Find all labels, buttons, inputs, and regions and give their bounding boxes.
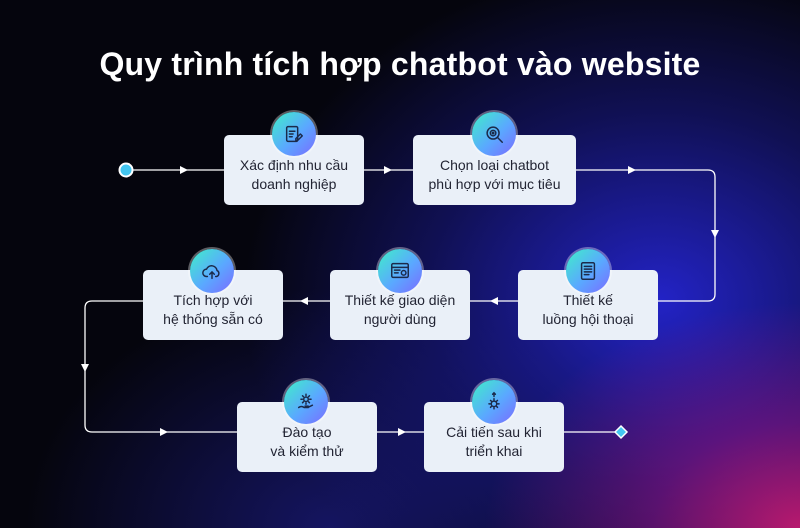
search-target-icon <box>472 112 516 156</box>
step-1-line2: doanh nghiệp <box>251 176 337 192</box>
arrowhead <box>490 297 498 305</box>
step-7-line1: Cải tiến sau khi <box>446 424 542 440</box>
arrowhead <box>160 428 168 436</box>
gear-hand-icon <box>284 380 328 424</box>
step-3-line1: Thiết kế <box>563 292 613 308</box>
arrowhead <box>384 166 392 174</box>
arrowhead <box>711 230 719 238</box>
step-3-line2: luồng hội thoại <box>542 311 634 327</box>
step-4-line1: Thiết kế giao diện <box>344 292 456 308</box>
start-node <box>118 162 134 178</box>
step-2-line2: phù hợp với mục tiêu <box>428 176 561 192</box>
gear-improve-icon <box>472 380 516 424</box>
browser-window-icon <box>378 249 422 293</box>
arrowhead <box>300 297 308 305</box>
cloud-upload-icon <box>190 249 234 293</box>
arrowhead <box>398 428 406 436</box>
step-4-box: Thiết kế giao diện người dùng <box>330 270 470 340</box>
step-2-line1: Chọn loại chatbot <box>440 157 549 173</box>
clipboard-edit-icon <box>272 112 316 156</box>
step-6-line1: Đào tạo <box>282 424 332 440</box>
step-4-line2: người dùng <box>363 311 437 327</box>
end-node <box>613 424 629 440</box>
arrowhead <box>81 364 89 372</box>
step-5-line1: Tích hợp với <box>173 292 253 308</box>
diagram-title: Quy trình tích hợp chatbot vào website <box>99 46 701 82</box>
step-7-line2: triển khai <box>465 443 523 459</box>
arrowhead <box>180 166 188 174</box>
document-list-icon <box>566 249 610 293</box>
step-6-line2: và kiểm thử <box>270 443 344 459</box>
step-1-line1: Xác định nhu cầu <box>239 157 349 173</box>
step-5-line2: hệ thống sẵn có <box>163 311 263 327</box>
arrowhead <box>628 166 636 174</box>
